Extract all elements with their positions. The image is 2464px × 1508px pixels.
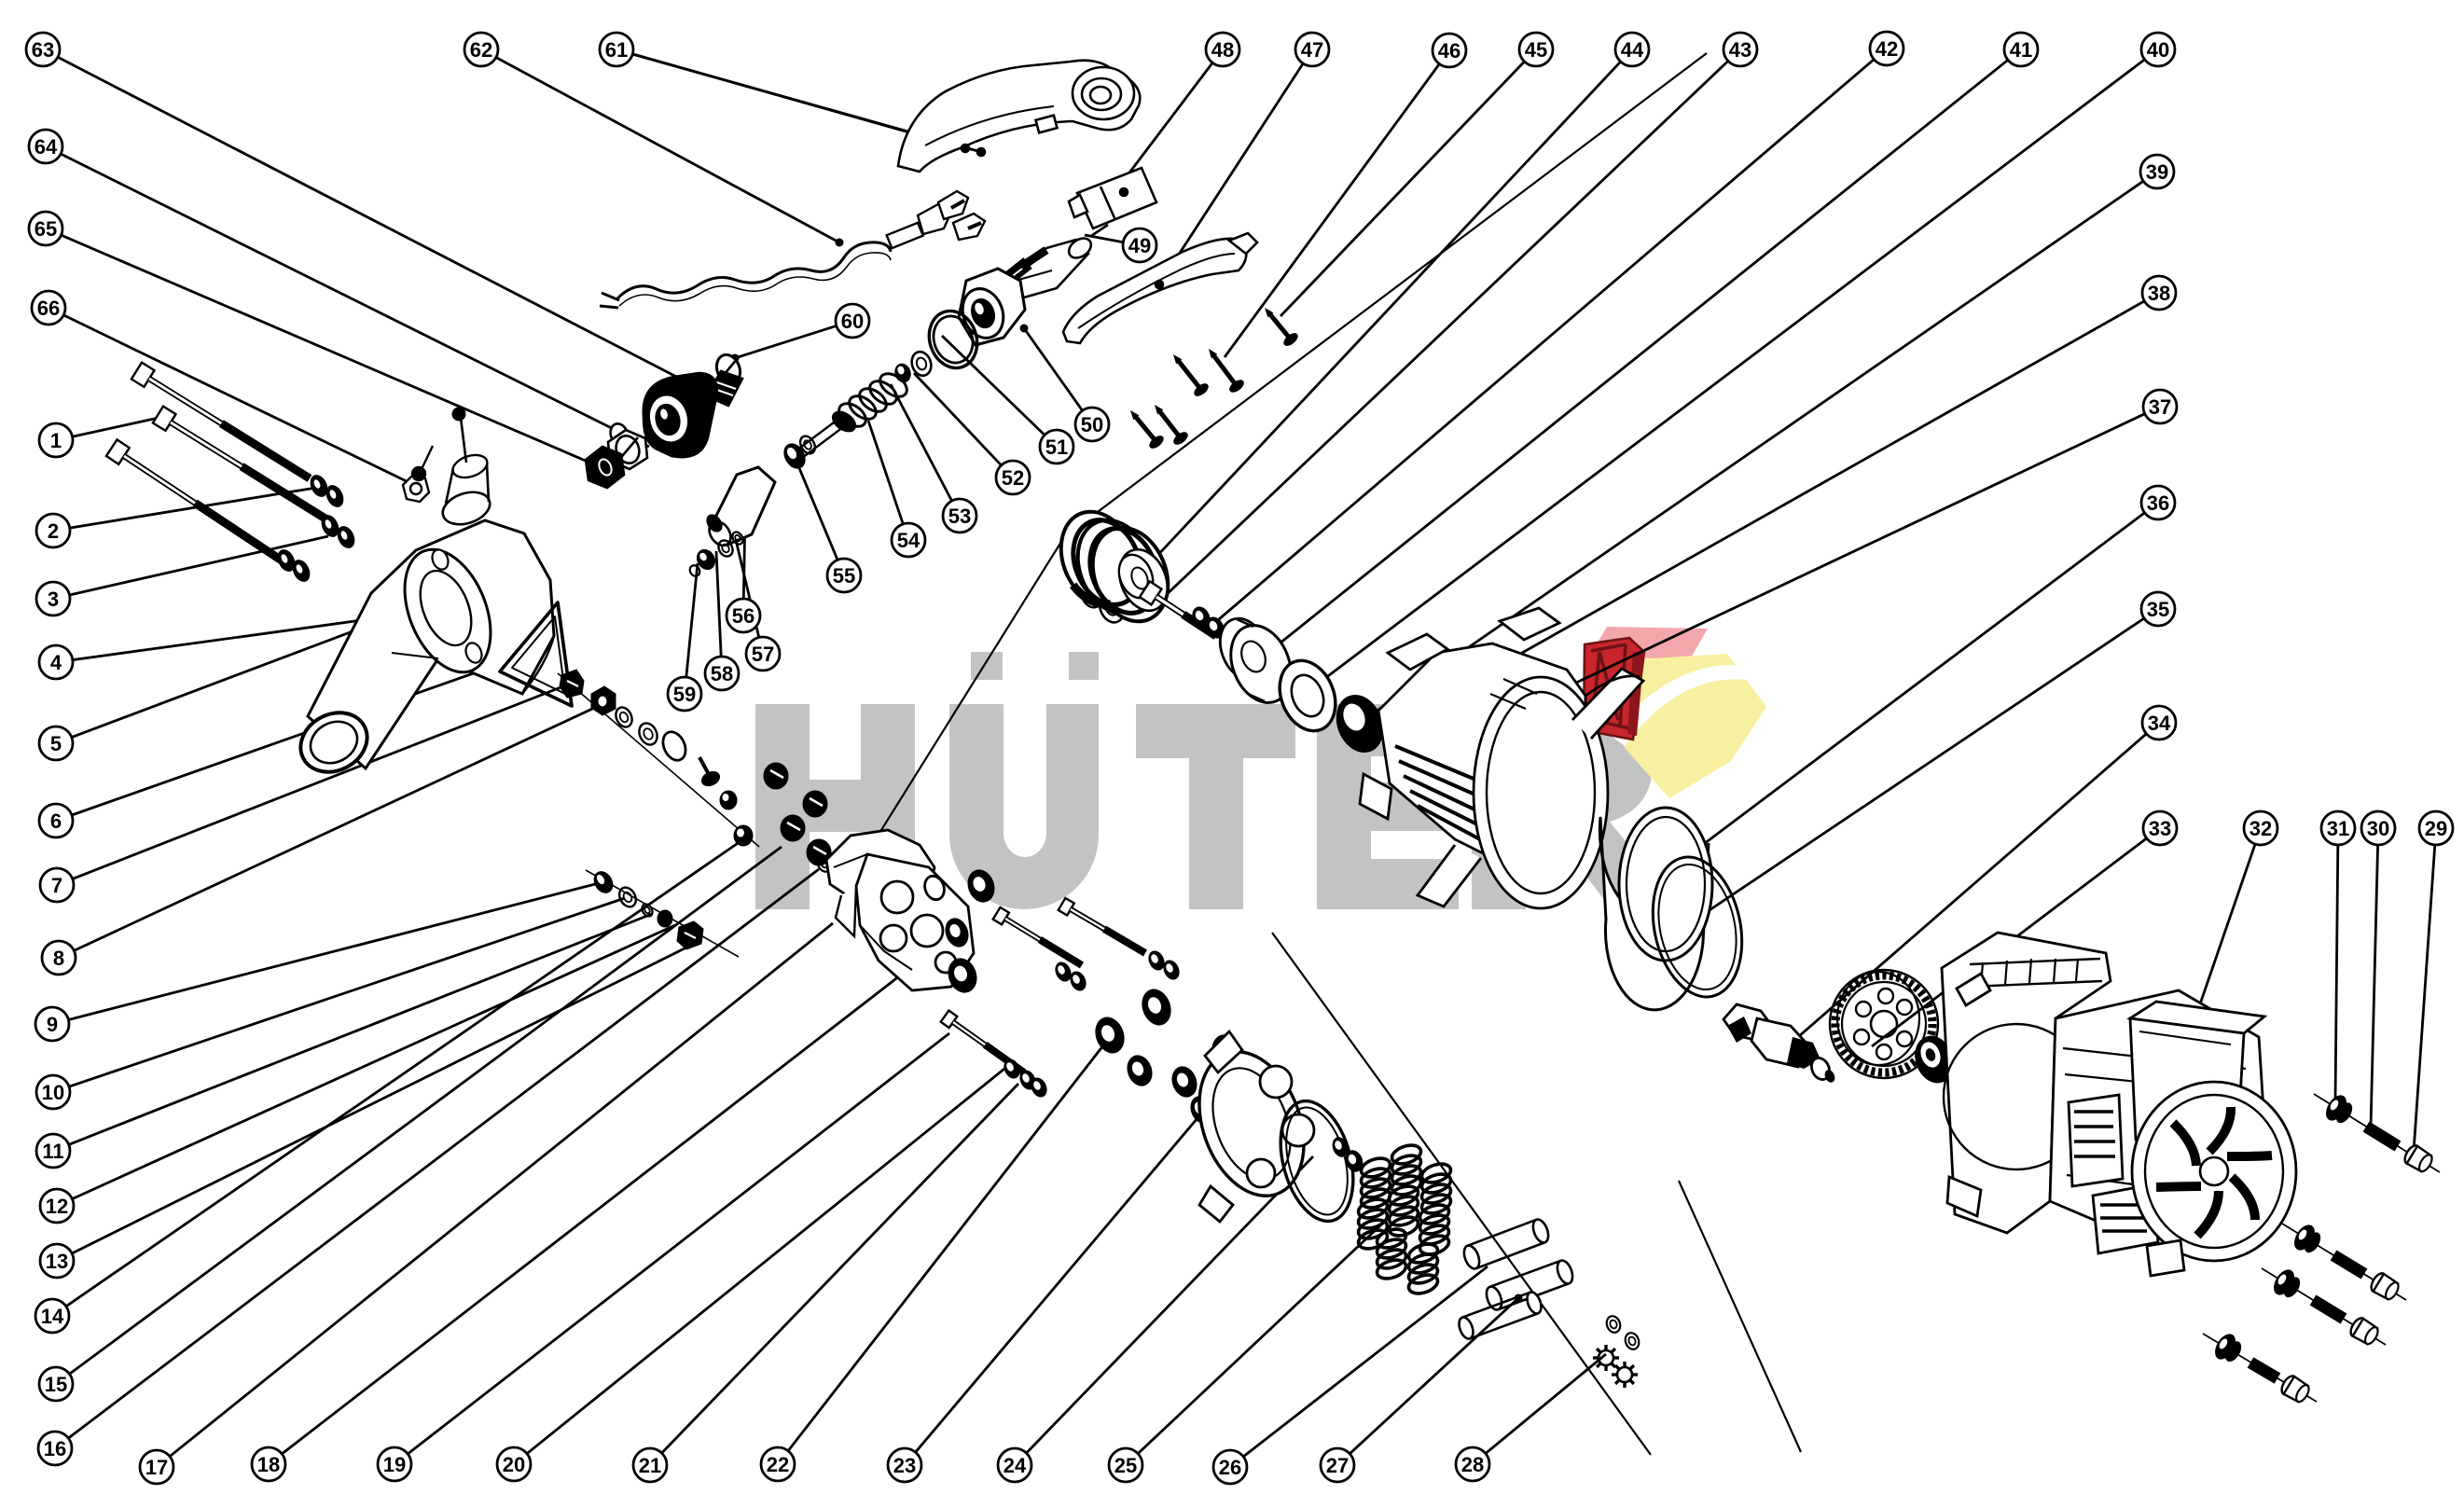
svg-text:14: 14 [41, 1305, 64, 1328]
svg-text:21: 21 [639, 1454, 661, 1477]
svg-text:42: 42 [1876, 37, 1898, 61]
svg-text:53: 53 [948, 505, 971, 528]
svg-text:13: 13 [46, 1250, 68, 1273]
svg-text:18: 18 [257, 1453, 280, 1476]
svg-text:32: 32 [2249, 817, 2272, 840]
svg-text:25: 25 [1114, 1454, 1137, 1477]
svg-text:64: 64 [35, 135, 58, 159]
svg-text:55: 55 [833, 564, 855, 588]
svg-text:30: 30 [2367, 817, 2389, 840]
svg-text:52: 52 [1002, 466, 1024, 490]
svg-text:66: 66 [37, 297, 60, 320]
svg-text:26: 26 [1219, 1456, 1241, 1479]
svg-text:33: 33 [2149, 817, 2171, 840]
svg-text:40: 40 [2147, 38, 2169, 62]
svg-text:29: 29 [2425, 817, 2447, 840]
svg-text:61: 61 [605, 38, 628, 62]
svg-text:12: 12 [46, 1195, 68, 1218]
svg-text:39: 39 [2146, 160, 2168, 184]
svg-text:24: 24 [1004, 1454, 1027, 1477]
svg-text:8: 8 [53, 947, 64, 970]
svg-text:51: 51 [1045, 436, 1068, 459]
svg-text:49: 49 [1128, 234, 1151, 257]
svg-text:43: 43 [1729, 38, 1751, 62]
svg-text:9: 9 [47, 1013, 58, 1036]
svg-text:60: 60 [841, 310, 864, 333]
svg-text:50: 50 [1081, 413, 1103, 436]
svg-text:56: 56 [732, 604, 754, 628]
svg-text:1: 1 [50, 429, 62, 452]
svg-text:10: 10 [42, 1081, 64, 1104]
svg-text:46: 46 [1438, 39, 1460, 62]
svg-text:35: 35 [2147, 598, 2169, 621]
svg-text:65: 65 [35, 217, 57, 241]
svg-text:37: 37 [2149, 395, 2171, 419]
svg-text:59: 59 [673, 683, 696, 706]
svg-text:2: 2 [48, 519, 59, 543]
svg-text:22: 22 [767, 1453, 789, 1476]
svg-text:63: 63 [32, 38, 54, 62]
svg-text:54: 54 [897, 529, 921, 552]
svg-text:27: 27 [1326, 1454, 1349, 1477]
svg-text:16: 16 [44, 1437, 66, 1460]
svg-text:23: 23 [893, 1454, 916, 1477]
svg-text:19: 19 [383, 1453, 406, 1476]
svg-text:47: 47 [1301, 38, 1323, 62]
svg-text:15: 15 [45, 1373, 67, 1396]
svg-text:41: 41 [2010, 38, 2032, 62]
svg-text:58: 58 [711, 662, 733, 685]
svg-text:7: 7 [51, 874, 62, 897]
svg-text:62: 62 [470, 38, 492, 62]
svg-text:45: 45 [1525, 38, 1547, 62]
svg-text:57: 57 [752, 643, 774, 666]
svg-text:34: 34 [2148, 712, 2171, 735]
svg-text:20: 20 [503, 1453, 525, 1476]
svg-text:3: 3 [48, 588, 59, 611]
svg-text:5: 5 [50, 732, 62, 755]
svg-text:36: 36 [2147, 491, 2169, 515]
svg-text:38: 38 [2148, 282, 2170, 305]
svg-text:17: 17 [145, 1456, 168, 1479]
svg-text:4: 4 [50, 651, 62, 674]
svg-text:28: 28 [1461, 1453, 1484, 1476]
svg-text:11: 11 [42, 1140, 63, 1163]
svg-text:48: 48 [1211, 38, 1234, 62]
svg-text:31: 31 [2327, 817, 2349, 840]
svg-text:6: 6 [50, 809, 62, 833]
svg-text:44: 44 [1621, 38, 1644, 62]
